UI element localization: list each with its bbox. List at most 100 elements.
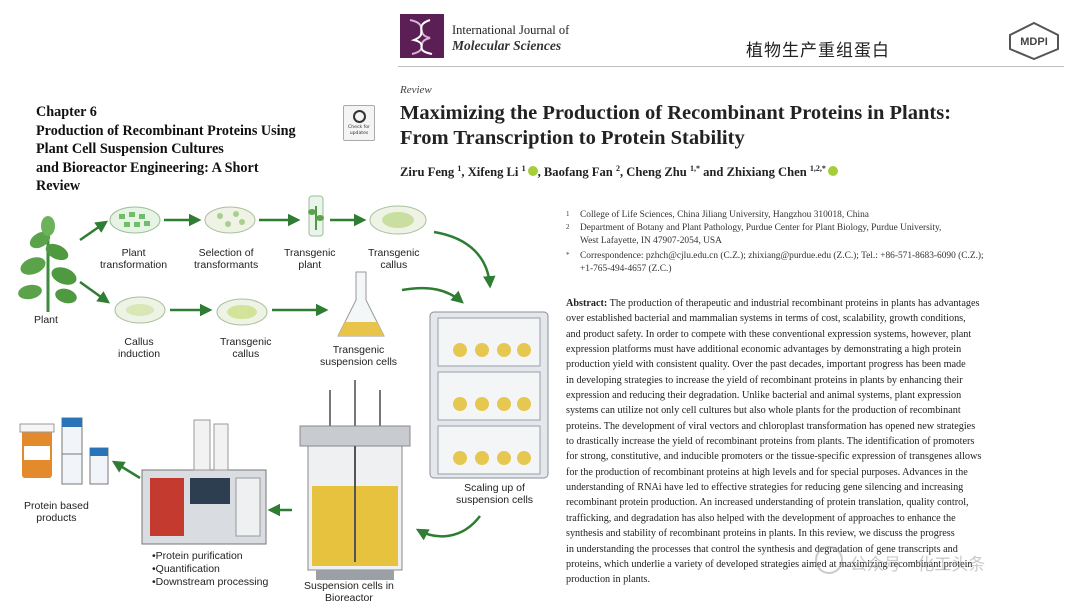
- label-line: Transgenic: [368, 247, 420, 259]
- petri-dish-icon: [216, 298, 268, 326]
- author-list: Ziru Feng 1, Xifeng Li 1, Baofang Fan 2,…: [400, 164, 838, 180]
- affiliation-line: Department of Botany and Plant Pathology…: [580, 223, 942, 233]
- label-plant-transformation: Plant transformation: [100, 247, 167, 271]
- abstract-line: trafficking, and degradation has also he…: [566, 512, 956, 524]
- affiliation-number: *: [566, 251, 570, 259]
- protein-products-icon: [19, 417, 109, 485]
- abstract-text: The production of therapeutic and indust…: [607, 298, 980, 309]
- label-line: callus: [380, 259, 408, 271]
- author-affiliation-marker: 1,2,*: [809, 164, 826, 173]
- author-name[interactable]: Baofang Fan: [543, 165, 613, 180]
- chinese-title: 植物生产重组蛋白: [746, 41, 890, 61]
- article-title: Maximizing the Production of Recombinant…: [400, 101, 1070, 151]
- label-transgenic-callus-top: Transgenic callus: [368, 247, 420, 271]
- step-item: •Protein purification: [152, 550, 243, 562]
- abstract-line: over established bacterial and mammalian…: [566, 313, 966, 325]
- abstract-label: Abstract:: [566, 298, 608, 309]
- petri-dish-icon: [114, 296, 166, 324]
- label-line: Selection of: [198, 247, 254, 259]
- abstract-line: Abstract: The production of therapeutic …: [566, 296, 1066, 311]
- label-line: Scaling up of: [464, 482, 525, 494]
- label-line: plant: [298, 259, 322, 271]
- orcid-icon[interactable]: [527, 166, 538, 177]
- abstract-line: expression platforms must have additiona…: [566, 344, 962, 356]
- abstract-line: understanding of RNAi have led to effect…: [566, 482, 964, 494]
- abstract-line: in understanding the processes that cont…: [566, 543, 958, 555]
- plant-icon: [18, 216, 77, 312]
- label-line: suspension cells: [456, 494, 534, 506]
- title-line: Maximizing the Production of Recombinant…: [400, 102, 952, 124]
- affiliation-line: West Lafayette, IN 47907-2054, USA: [580, 235, 722, 246]
- header-divider: [398, 66, 1064, 67]
- author-name[interactable]: Ziru Feng: [400, 165, 455, 180]
- abstract-line: to drastically increase the yield of rec…: [566, 436, 975, 448]
- step-item: •Downstream processing: [152, 576, 269, 588]
- label-line: Transgenic: [284, 247, 336, 259]
- step-item: •Quantification: [152, 563, 220, 575]
- abstract-line: synthesis and stability of recombinant p…: [566, 528, 955, 540]
- label-plant: Plant: [34, 314, 58, 326]
- title-line: From Transcription to Protein Stability: [400, 127, 745, 149]
- author-name[interactable]: Xifeng Li: [467, 165, 519, 180]
- label-line: Transgenic: [220, 336, 272, 348]
- abstract-line: recombinant protein production. An incre…: [566, 497, 969, 509]
- incubator-stack-icon: [429, 311, 549, 479]
- petri-dish-icon: [369, 205, 427, 235]
- publisher-name: MDPI: [1020, 36, 1048, 48]
- article-type: Review: [400, 84, 432, 96]
- affiliation-number: 2: [566, 223, 570, 231]
- abstract-line: for the production of recombinant protei…: [566, 466, 968, 478]
- author-affiliation-marker: 1: [457, 164, 462, 173]
- label-transgenic-plant: Transgenic plant: [284, 247, 336, 271]
- author-name[interactable]: Cheng Zhu: [626, 165, 687, 180]
- abstract-line: for strong, constitutive, and inducible …: [566, 451, 982, 463]
- abstract-line: systems can utilize not only cell cultur…: [566, 405, 961, 417]
- author-affiliation-marker: 1: [521, 164, 526, 173]
- check-for-updates-badge[interactable]: Check for updates: [343, 105, 375, 141]
- label-callus-induction: Callus induction: [118, 336, 160, 360]
- chapter-line: Plant Cell Suspension Cultures: [36, 141, 224, 157]
- abstract-line: proteins. The development of viral vecto…: [566, 420, 976, 432]
- journal-name-line1: International Journal of: [452, 23, 570, 37]
- flask-icon: [337, 271, 385, 337]
- label-scaling-up: Scaling up of suspension cells: [456, 482, 533, 506]
- publisher-logo: MDPI: [1008, 21, 1060, 61]
- downstream-steps-list: •Protein purification •Quantification •D…: [152, 550, 268, 589]
- abstract-line: in developing strategies to increase the…: [566, 374, 963, 386]
- affiliation-line: College of Life Sciences, China Jiliang …: [580, 210, 869, 220]
- label-transgenic-callus-mid: Transgenic callus: [220, 336, 272, 360]
- abstract-line: and product safety. In order to compete …: [566, 328, 972, 340]
- label-protein-based-products: Protein based products: [24, 500, 89, 524]
- author-name[interactable]: Zhixiang Chen: [726, 165, 807, 180]
- orcid-icon[interactable]: [827, 166, 838, 177]
- chapter-line: Production of Recombinant Proteins Using: [36, 122, 296, 139]
- chapter-line: Review: [36, 178, 81, 194]
- label-line: suspension cells: [320, 356, 398, 368]
- label-bioreactor: Suspension cells in Bioreactor: [304, 580, 394, 604]
- label-line: callus: [232, 348, 260, 360]
- label-line: Bioreactor: [325, 592, 373, 604]
- label-line: Transgenic: [332, 344, 385, 356]
- petri-dish-icon: [204, 206, 256, 234]
- label-line: Callus: [124, 336, 154, 348]
- affiliation-number: 1: [566, 210, 570, 218]
- label-line: Plant: [121, 247, 146, 259]
- label-transgenic-suspension-cells: Transgenic suspension cells: [320, 344, 397, 368]
- label-selection-of-transformants: Selection of transformants: [194, 247, 258, 271]
- check-updates-icon: [353, 110, 366, 123]
- abstract-line: production in plants.: [566, 574, 651, 586]
- abstract: Abstract: The production of therapeutic …: [566, 296, 1066, 588]
- abstract-line: production yield with consistent quality…: [566, 359, 966, 371]
- petri-dish-icon: [109, 206, 161, 234]
- label-line: induction: [118, 348, 161, 360]
- chapter-heading: Chapter 6 Production of Recombinant Prot…: [36, 103, 336, 196]
- affiliation-line: Correspondence: pzhch@cjlu.edu.cn (C.Z.)…: [580, 251, 984, 261]
- label-line: Suspension cells in: [304, 580, 394, 592]
- purification-system-icon: [141, 419, 267, 545]
- author-affiliation-marker: 2: [615, 164, 620, 173]
- label-line: transformants: [194, 259, 259, 271]
- abstract-line: expression and reducing their degradatio…: [566, 390, 962, 402]
- test-tube-icon: [308, 195, 324, 237]
- chapter-line: Chapter 6: [36, 104, 97, 120]
- journal-name: International Journal of Molecular Scien…: [452, 22, 569, 54]
